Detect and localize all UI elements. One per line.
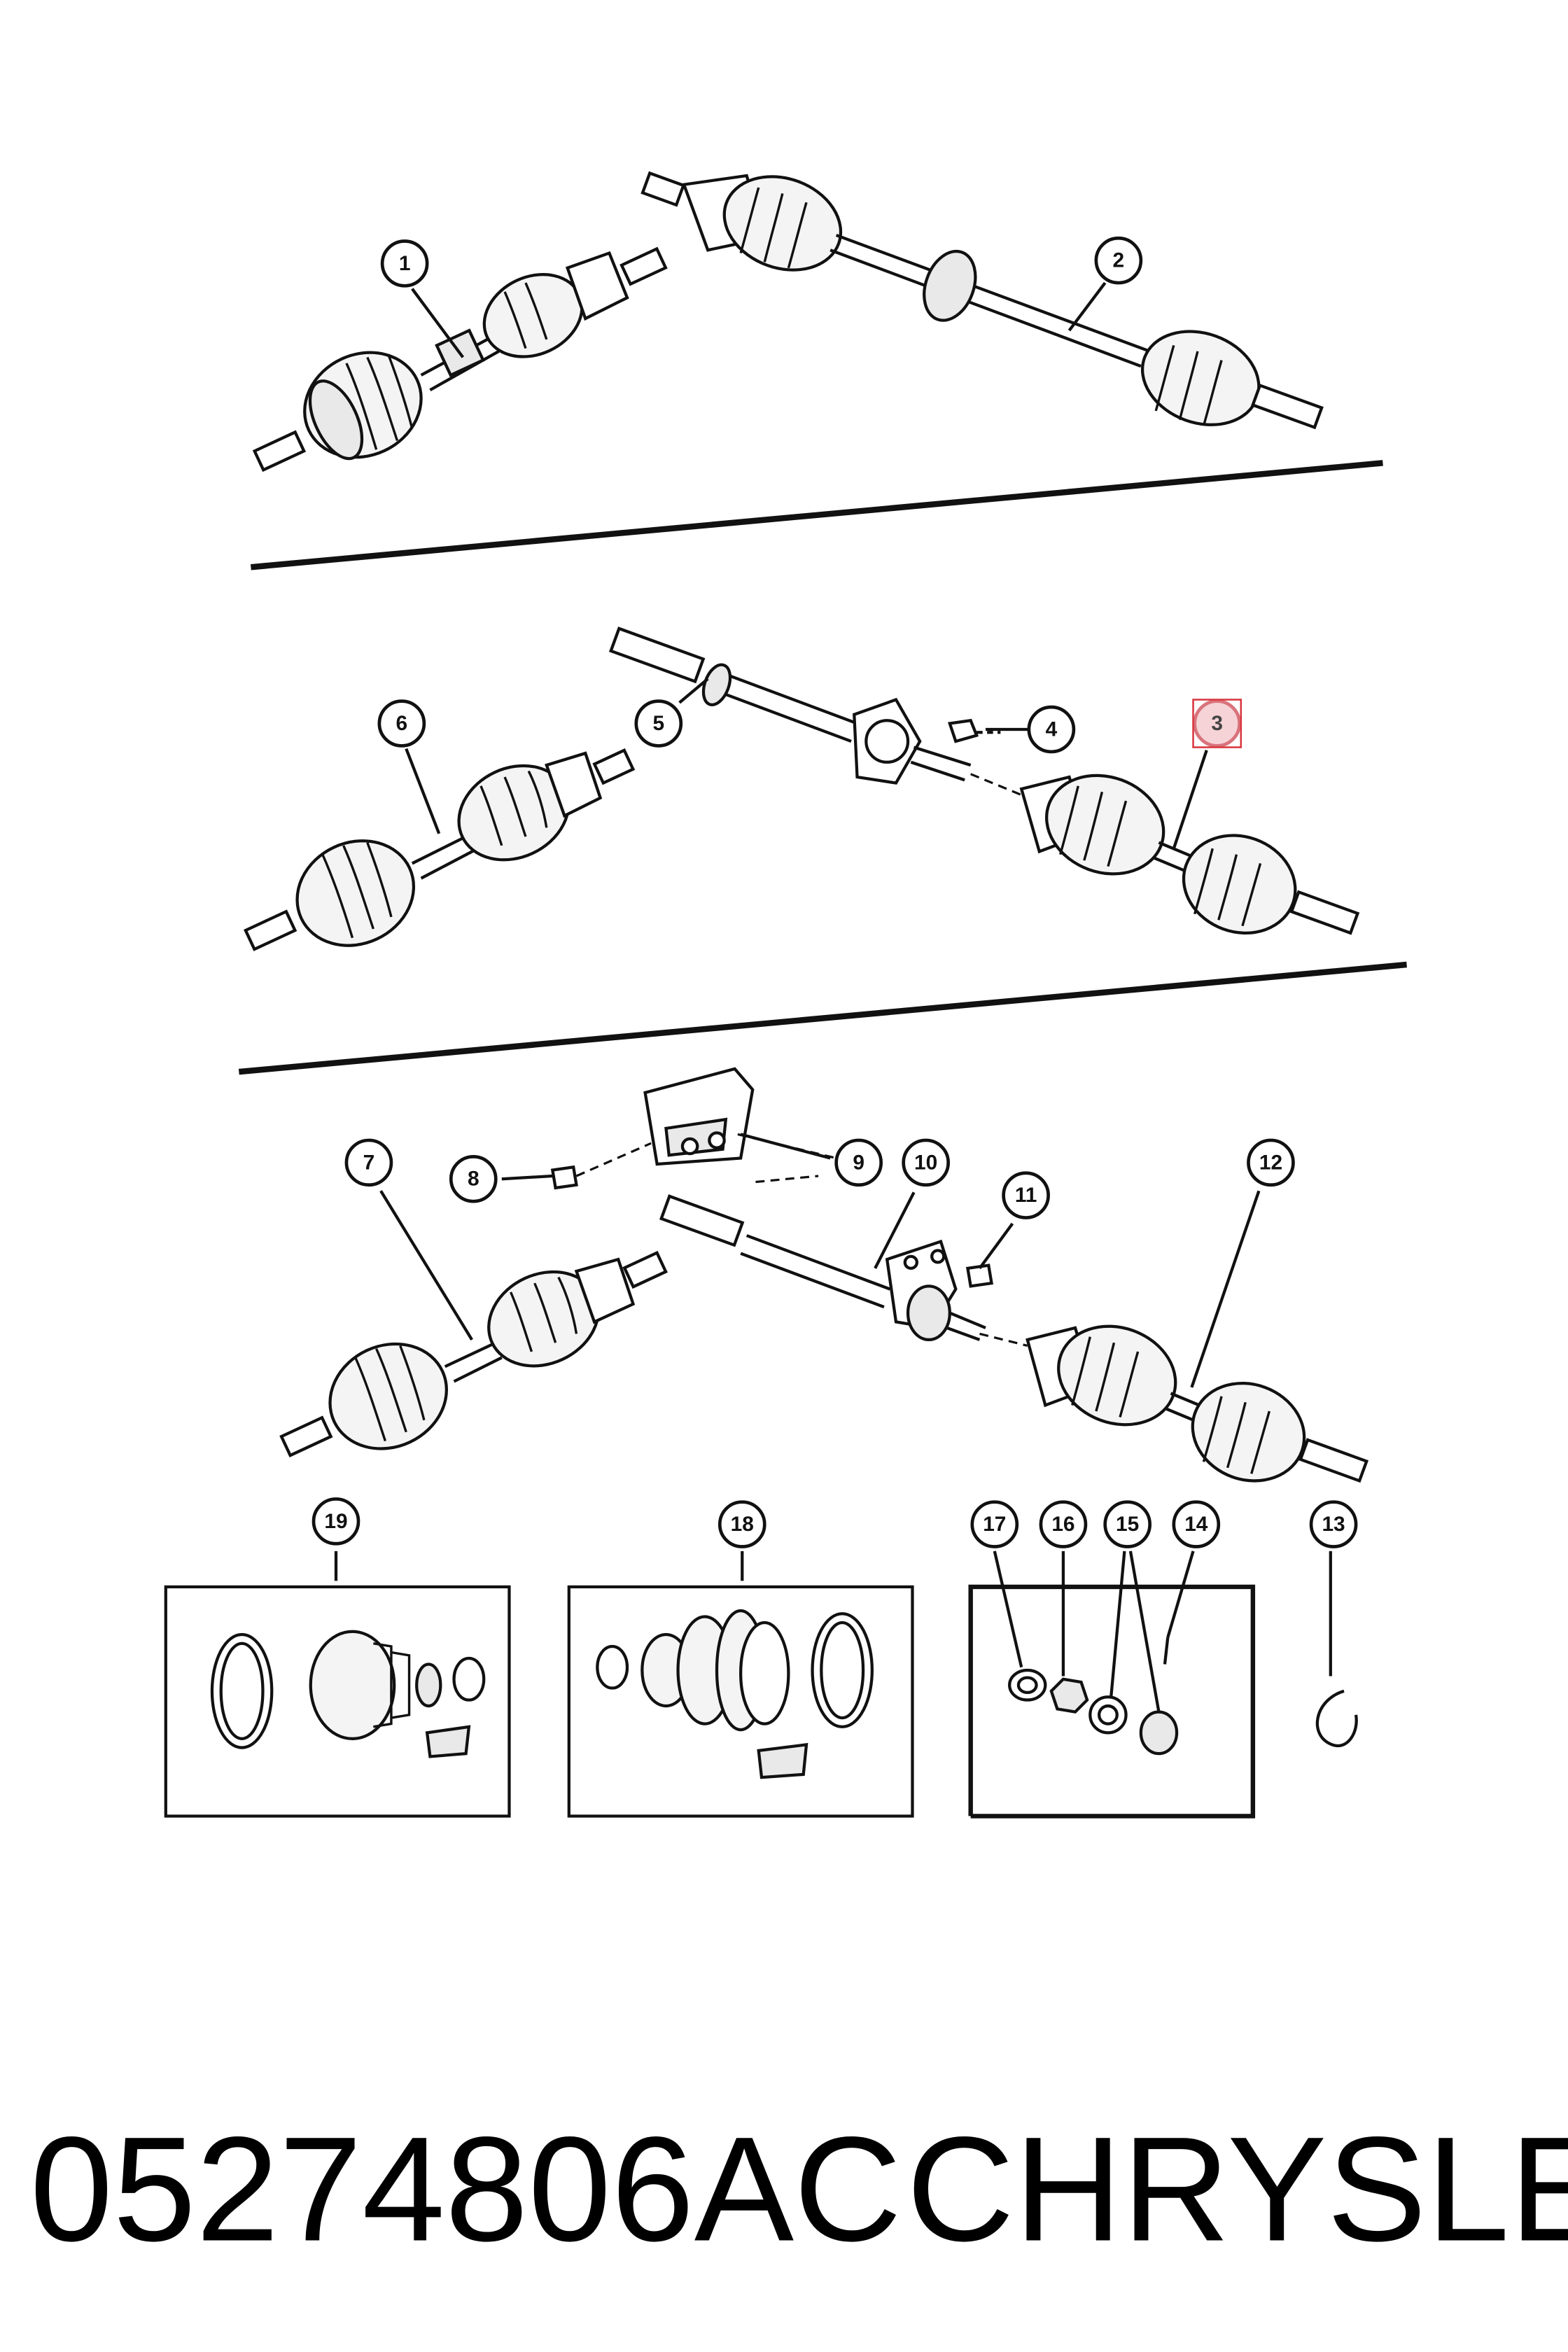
half-shaft-2 <box>640 171 1324 430</box>
callout-3[interactable]: 3 <box>1192 699 1242 748</box>
kit-box-18 <box>567 1585 914 1818</box>
svg-text:9: 9 <box>853 1151 864 1174</box>
callout-9[interactable]: 9 <box>834 1138 883 1187</box>
kit-box-hardware <box>968 1584 1256 1819</box>
half-shaft-3 <box>970 773 1360 935</box>
kit-box-19 <box>164 1585 511 1818</box>
part-number-label: 05274806AC <box>30 2106 902 2273</box>
bracket-9 <box>643 1067 837 1184</box>
bolt-8 <box>550 1142 652 1190</box>
brand-label: CHRYSLER <box>906 2106 1568 2273</box>
half-shaft-12 <box>979 1324 1369 1483</box>
callout-10[interactable]: 10 <box>902 1138 951 1187</box>
svg-text:11: 11 <box>1015 1184 1037 1207</box>
svg-text:5: 5 <box>652 712 664 735</box>
svg-text:18: 18 <box>731 1513 754 1536</box>
svg-text:15: 15 <box>1116 1513 1139 1536</box>
svg-text:8: 8 <box>468 1168 479 1191</box>
svg-text:7: 7 <box>363 1151 375 1174</box>
svg-text:3: 3 <box>1211 712 1223 735</box>
half-shaft-6 <box>243 748 636 951</box>
callout-1[interactable]: 1 <box>380 239 429 288</box>
svg-text:1: 1 <box>399 252 411 275</box>
section-divider-1 <box>251 460 1383 570</box>
svg-text:4: 4 <box>1046 718 1058 741</box>
svg-text:14: 14 <box>1184 1513 1208 1536</box>
half-shaft-7 <box>279 1250 668 1457</box>
callout-15[interactable]: 15 <box>1103 1500 1152 1548</box>
callout-8[interactable]: 8 <box>449 1155 498 1203</box>
callout-17[interactable]: 17 <box>970 1500 1019 1548</box>
callout-19[interactable]: 19 <box>312 1497 360 1546</box>
callout-12[interactable]: 12 <box>1247 1138 1295 1187</box>
callout-16[interactable]: 16 <box>1039 1500 1088 1548</box>
svg-text:13: 13 <box>1322 1513 1345 1536</box>
bolt-11 <box>965 1264 993 1288</box>
callout-14[interactable]: 14 <box>1172 1500 1221 1548</box>
callout-6[interactable]: 6 <box>377 699 426 748</box>
half-shaft-1 <box>252 246 668 472</box>
svg-text:12: 12 <box>1259 1151 1282 1174</box>
svg-text:19: 19 <box>324 1510 347 1533</box>
callout-18[interactable]: 18 <box>718 1500 766 1548</box>
svg-text:2: 2 <box>1113 249 1125 272</box>
snap-ring-13 <box>1315 1689 1358 1748</box>
svg-text:6: 6 <box>396 712 408 735</box>
section-divider-2 <box>238 961 1407 1075</box>
callout-5[interactable]: 5 <box>634 699 683 748</box>
callout-11[interactable]: 11 <box>1002 1171 1050 1219</box>
bolt-4 <box>947 718 1001 743</box>
svg-text:17: 17 <box>983 1513 1006 1536</box>
callout-13[interactable]: 13 <box>1309 1500 1358 1548</box>
callout-2[interactable]: 2 <box>1094 236 1143 285</box>
intermediate-shaft-10 <box>659 1194 986 1342</box>
intermediate-shaft-5 <box>608 626 972 785</box>
svg-text:16: 16 <box>1051 1513 1074 1536</box>
svg-text:10: 10 <box>914 1151 937 1174</box>
callout-7[interactable]: 7 <box>344 1138 393 1187</box>
callout-4[interactable]: 4 <box>1027 705 1076 754</box>
